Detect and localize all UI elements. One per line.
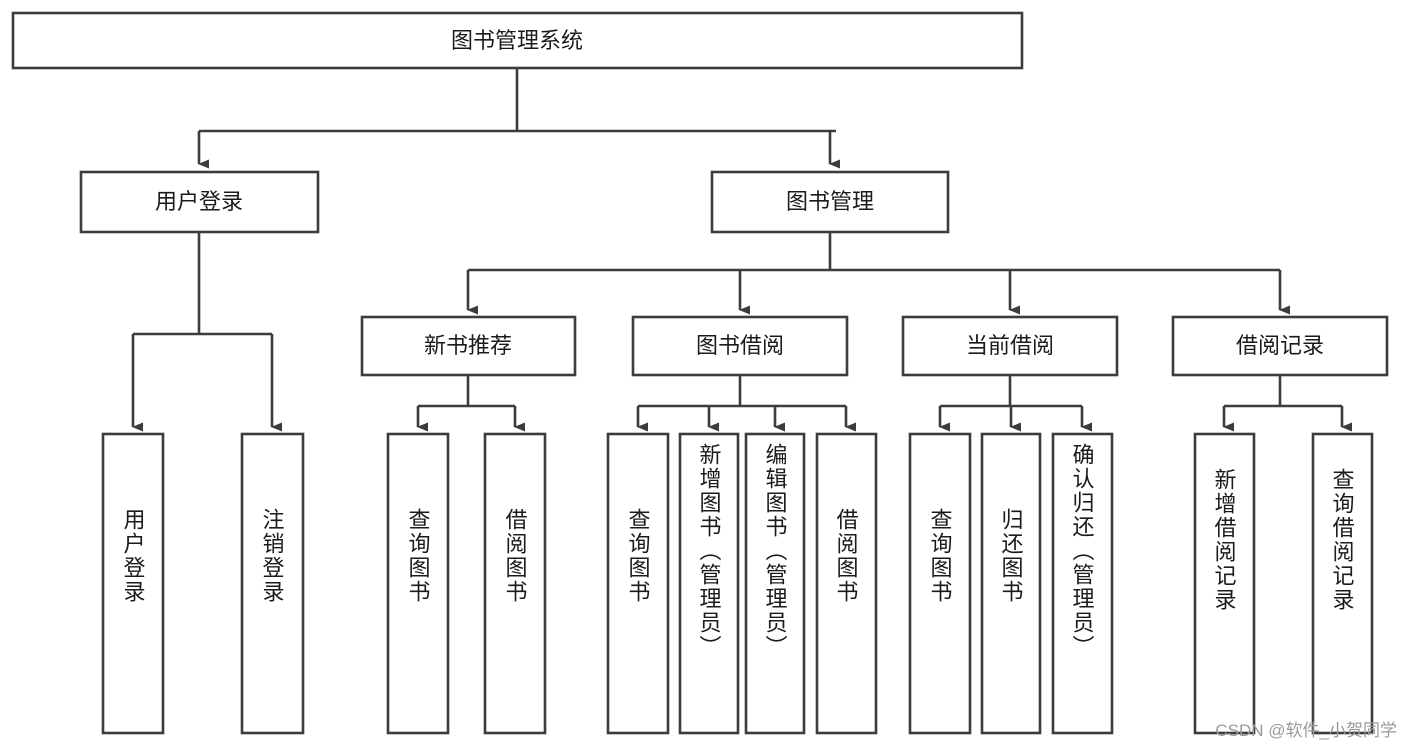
node-leaf-query-record[interactable]: 查询借阅记录 bbox=[1311, 432, 1374, 735]
node-leaf-query-book-3-box[interactable] bbox=[908, 432, 972, 735]
node-leaf-borrow-book-1-label: 借阅图书 bbox=[503, 508, 528, 604]
node-leaf-add-record[interactable]: 新增借阅记录 bbox=[1193, 432, 1256, 735]
csdn-watermark: CSDN @软件_小贺同学 bbox=[1215, 721, 1397, 740]
node-leaf-user-logout[interactable]: 注销登录 bbox=[240, 432, 305, 735]
node-book-manage[interactable]: 图书管理 bbox=[710, 170, 950, 234]
node-leaf-query-book-3[interactable]: 查询图书 bbox=[908, 432, 972, 735]
node-root[interactable]: 图书管理系统 bbox=[11, 11, 1024, 70]
node-leaf-user-login[interactable]: 用户登录 bbox=[101, 432, 165, 735]
node-leaf-borrow-book-2-label: 借阅图书 bbox=[834, 508, 859, 604]
node-current-borrow-label: 当前借阅 bbox=[966, 333, 1054, 358]
node-borrow-record[interactable]: 借阅记录 bbox=[1171, 315, 1389, 377]
node-book-manage-label: 图书管理 bbox=[786, 189, 874, 214]
node-user-login-box[interactable] bbox=[79, 170, 320, 234]
node-borrow-record-label: 借阅记录 bbox=[1236, 333, 1324, 358]
node-leaf-confirm-return-label: 确认归还（管理员） bbox=[1070, 443, 1095, 659]
node-leaf-add-book-label: 新增图书（管理员） bbox=[697, 443, 722, 659]
node-borrow-record-box[interactable] bbox=[1171, 315, 1389, 377]
node-leaf-return-book[interactable]: 归还图书 bbox=[980, 432, 1042, 735]
node-leaf-query-record-box[interactable] bbox=[1311, 432, 1374, 735]
node-leaf-return-book-label: 归还图书 bbox=[999, 508, 1024, 604]
node-leaf-query-book-1-box[interactable] bbox=[386, 432, 450, 735]
node-leaf-query-book-2-label: 查询图书 bbox=[626, 508, 651, 604]
node-leaf-user-logout-box[interactable] bbox=[240, 432, 305, 735]
node-book-manage-box[interactable] bbox=[710, 170, 950, 234]
node-leaf-query-book-2[interactable]: 查询图书 bbox=[606, 432, 670, 735]
node-leaf-query-record-label: 查询借阅记录 bbox=[1330, 468, 1355, 612]
node-user-login[interactable]: 用户登录 bbox=[79, 170, 320, 234]
node-book-borrow-label: 图书借阅 bbox=[696, 333, 784, 358]
node-new-book-rec-label: 新书推荐 bbox=[424, 333, 512, 358]
node-leaf-user-login-box[interactable] bbox=[101, 432, 165, 735]
node-leaf-query-book-2-box[interactable] bbox=[606, 432, 670, 735]
node-new-book-rec[interactable]: 新书推荐 bbox=[360, 315, 577, 377]
node-leaf-borrow-book-1[interactable]: 借阅图书 bbox=[483, 432, 547, 735]
node-leaf-borrow-book-1-box[interactable] bbox=[483, 432, 547, 735]
node-leaf-query-book-1-label: 查询图书 bbox=[406, 508, 431, 604]
node-leaf-edit-book[interactable]: 编辑图书（管理员） bbox=[744, 432, 806, 735]
node-leaf-borrow-book-2[interactable]: 借阅图书 bbox=[815, 432, 878, 735]
node-current-borrow-box[interactable] bbox=[901, 315, 1119, 377]
node-leaf-user-logout-label: 注销登录 bbox=[260, 508, 285, 604]
node-leaf-query-book-3-label: 查询图书 bbox=[928, 508, 953, 604]
connector-group bbox=[131, 68, 1352, 432]
node-new-book-rec-box[interactable] bbox=[360, 315, 577, 377]
node-root-label: 图书管理系统 bbox=[451, 28, 583, 53]
node-leaf-edit-book-label: 编辑图书（管理员） bbox=[763, 443, 788, 659]
node-leaf-add-book[interactable]: 新增图书（管理员） bbox=[678, 432, 740, 735]
node-leaf-edit-book-box[interactable] bbox=[744, 432, 806, 735]
node-book-borrow-box[interactable] bbox=[631, 315, 849, 377]
node-user-login-label: 用户登录 bbox=[155, 189, 243, 214]
node-leaf-user-login-label: 用户登录 bbox=[121, 508, 146, 604]
node-leaf-borrow-book-2-box[interactable] bbox=[815, 432, 878, 735]
node-leaf-return-book-box[interactable] bbox=[980, 432, 1042, 735]
node-root-box[interactable] bbox=[11, 11, 1024, 70]
node-leaf-add-book-box[interactable] bbox=[678, 432, 740, 735]
node-book-borrow[interactable]: 图书借阅 bbox=[631, 315, 849, 377]
node-leaf-add-record-box[interactable] bbox=[1193, 432, 1256, 735]
node-leaf-add-record-label: 新增借阅记录 bbox=[1212, 468, 1237, 612]
node-leaf-confirm-return-box[interactable] bbox=[1051, 432, 1114, 735]
node-leaf-query-book-1[interactable]: 查询图书 bbox=[386, 432, 450, 735]
node-current-borrow[interactable]: 当前借阅 bbox=[901, 315, 1119, 377]
node-leaf-confirm-return[interactable]: 确认归还（管理员） bbox=[1051, 432, 1114, 735]
